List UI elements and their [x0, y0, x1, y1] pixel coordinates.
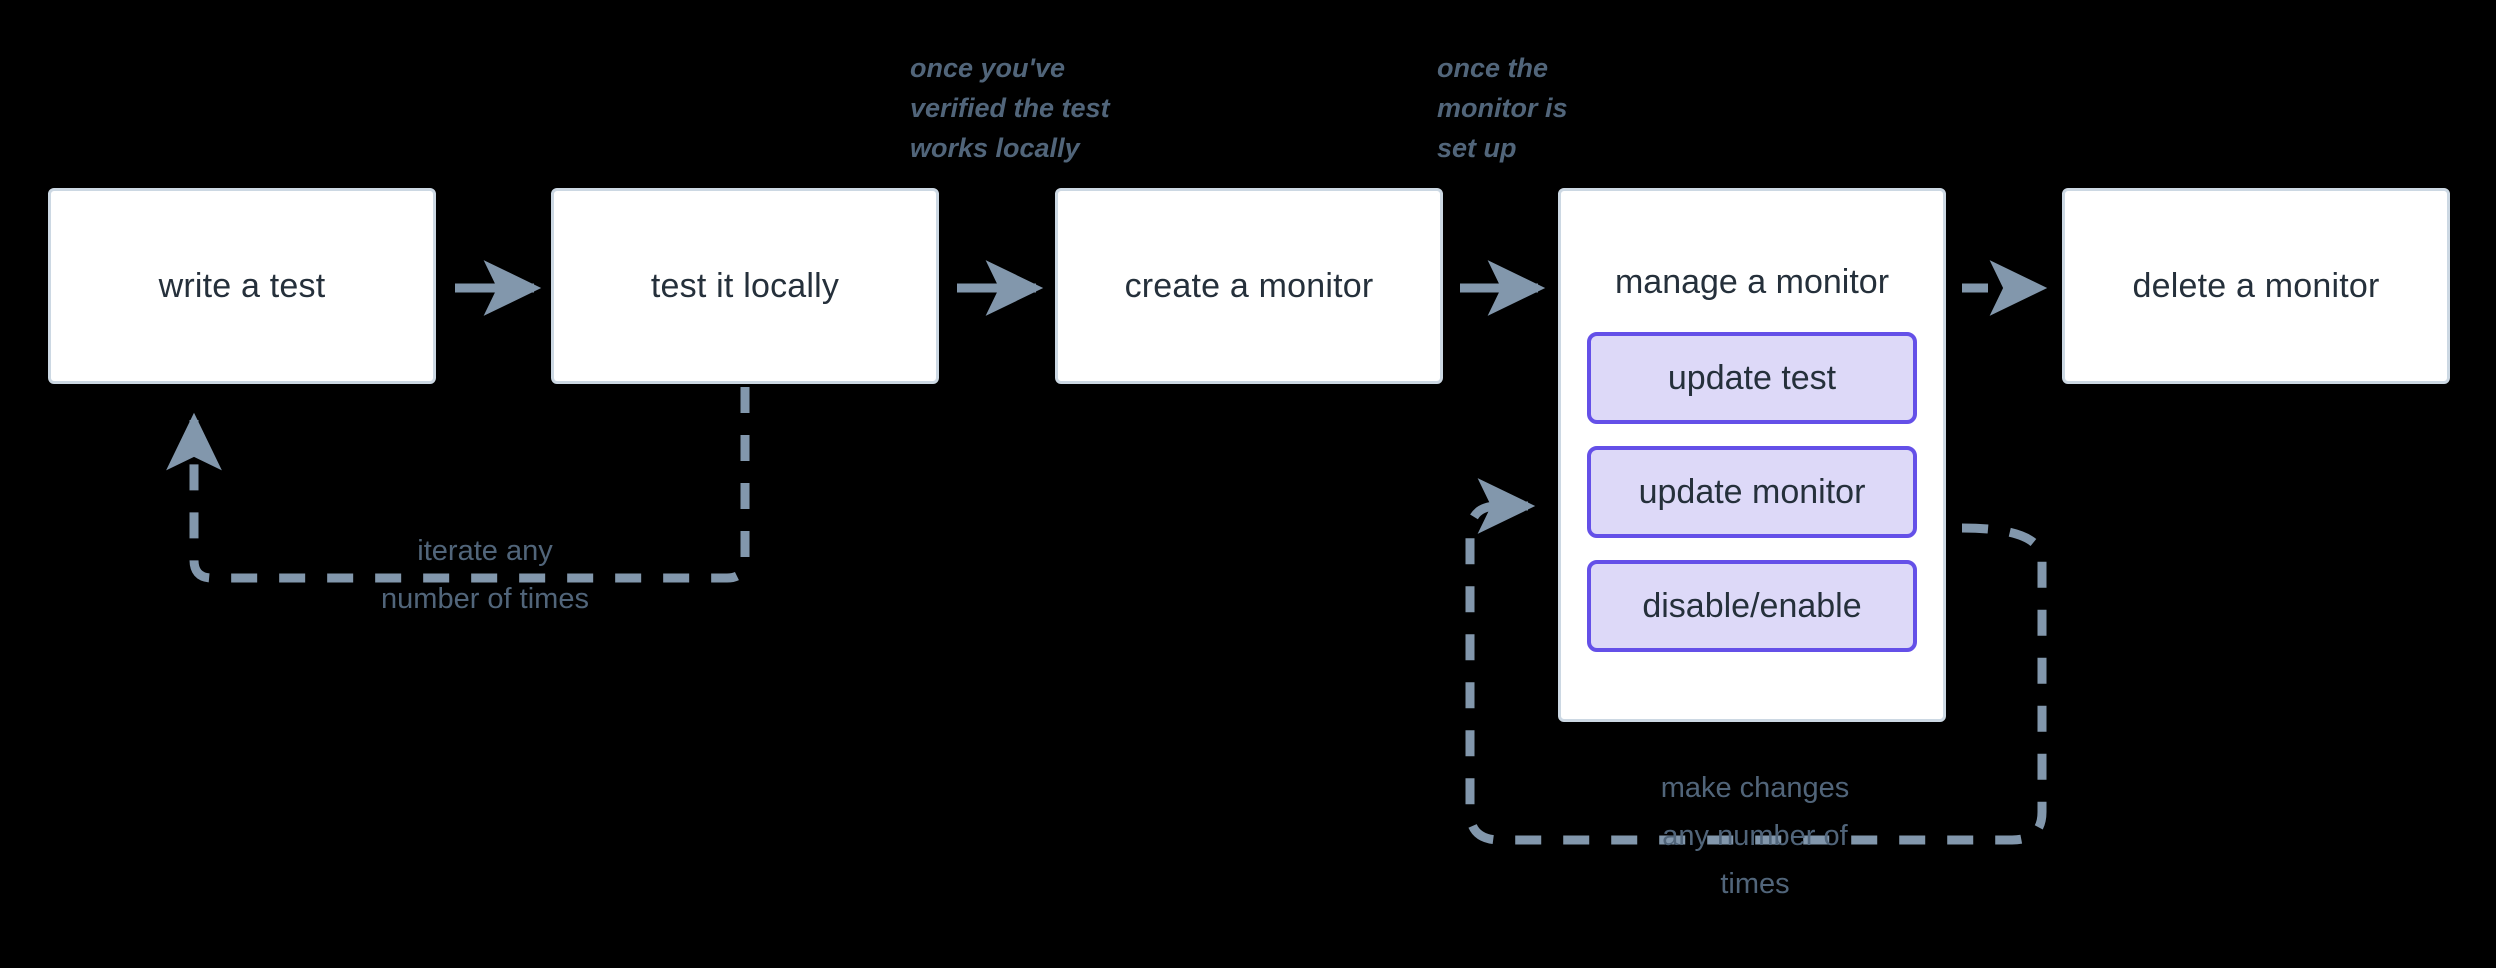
node-label-test-it-locally: test it locally	[650, 266, 840, 305]
node-label-manage-a-monitor: manage a monitor	[1614, 263, 1890, 301]
annotation-monitor-set-up: once the monitor is set up	[1437, 53, 1568, 163]
node-create-a-monitor[interactable]: create a monitor	[1055, 188, 1443, 384]
node-write-a-test[interactable]: write a test	[48, 188, 436, 384]
subnode-label-update-monitor: update monitor	[1638, 472, 1866, 511]
subnode-label-disable-enable: disable/enable	[1642, 586, 1862, 625]
node-test-it-locally[interactable]: test it locally	[551, 188, 939, 384]
subnode-disable-enable[interactable]: disable/enable	[1587, 560, 1917, 652]
loop-label-make-changes: make changes any number of times	[1660, 772, 1850, 900]
node-delete-a-monitor[interactable]: delete a monitor	[2062, 188, 2450, 384]
node-label-delete-a-monitor: delete a monitor	[2132, 266, 2380, 305]
node-manage-a-monitor[interactable]: manage a monitor update test update moni…	[1558, 188, 1946, 722]
annotation-verified-locally: once you've verified the test works loca…	[910, 53, 1110, 163]
subnode-update-test[interactable]: update test	[1587, 332, 1917, 424]
subnode-label-update-test: update test	[1667, 358, 1837, 397]
node-label-create-a-monitor: create a monitor	[1124, 266, 1374, 305]
node-label-write-a-test: write a test	[158, 266, 326, 305]
subnode-update-monitor[interactable]: update monitor	[1587, 446, 1917, 538]
loop-label-iterate: iterate any number of times	[381, 535, 589, 615]
